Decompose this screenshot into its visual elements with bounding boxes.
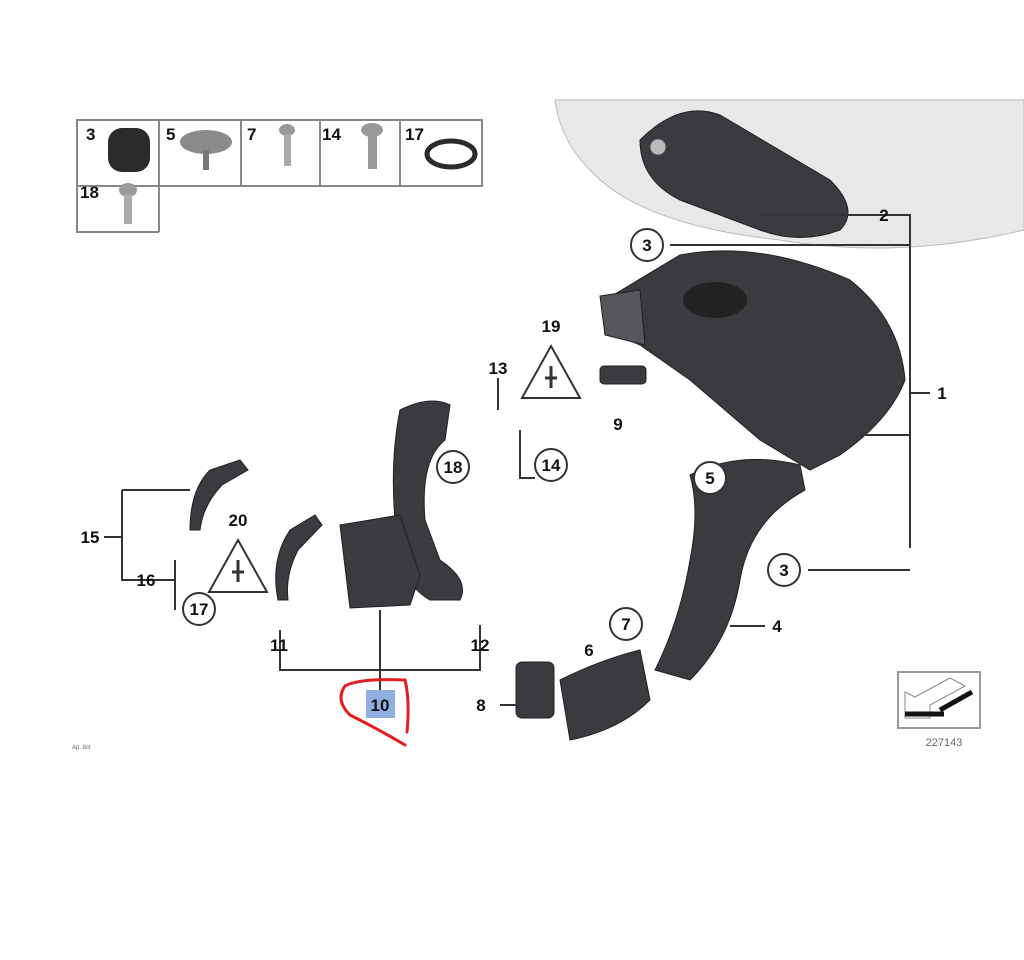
callout-14: 14 [542, 456, 561, 475]
resonator-assembly [189, 400, 463, 609]
callout-3: 3 [642, 236, 651, 255]
callout-8: 8 [476, 696, 485, 715]
warning-triangle-icon [520, 343, 582, 399]
legend-label-3: 3 [86, 125, 95, 144]
callout-7: 7 [621, 615, 630, 634]
warning-triangle-icon [207, 537, 269, 593]
legend-label-17: 17 [405, 125, 424, 144]
callout-17: 17 [190, 600, 209, 619]
legend-label-7: 7 [247, 125, 256, 144]
callout-19: 19 [542, 317, 561, 336]
callout-16: 16 [137, 571, 156, 590]
rubber-grommet-icon [108, 128, 150, 172]
diagram-number: 227143 [926, 737, 963, 749]
callout-5: 5 [705, 469, 714, 488]
duct-end-piece [559, 649, 651, 741]
callout-6: 6 [584, 641, 593, 660]
callout-15: 15 [81, 528, 100, 547]
bolt-icon [119, 183, 137, 224]
legend-box: 3 5 7 14 17 18 [76, 119, 483, 233]
callout-4: 4 [772, 617, 782, 636]
legend-label-18: 18 [80, 183, 99, 202]
callout-3: 3 [779, 561, 788, 580]
callout-2: 2 [879, 206, 888, 225]
red-annotation-mark [339, 678, 410, 747]
grille-part-8 [515, 661, 555, 719]
o-ring-icon [424, 138, 478, 170]
callout-11: 11 [270, 636, 288, 655]
intake-duct [654, 458, 806, 681]
screw-icon [361, 123, 383, 169]
callout-1: 1 [937, 384, 946, 403]
part-9-clip [599, 365, 647, 385]
callout-12: 12 [471, 636, 490, 655]
corner-note: Ap. 8ct [72, 745, 91, 751]
callout-18: 18 [444, 458, 463, 477]
view-orientation-icon [897, 671, 981, 729]
legend-label-14: 14 [322, 125, 341, 144]
callout-13: 13 [489, 359, 508, 378]
callout-20: 20 [229, 511, 248, 530]
expanding-rivet-icon [180, 130, 232, 154]
callout-9: 9 [613, 415, 622, 434]
air-filter-housing [599, 250, 906, 471]
legend-label-5: 5 [166, 125, 175, 144]
highlighted-callout-10[interactable]: 10 [339, 678, 410, 747]
screw-icon [279, 124, 295, 166]
leader-lines [104, 214, 930, 706]
engine-cover [554, 99, 1024, 249]
callout-10: 10 [371, 696, 390, 715]
